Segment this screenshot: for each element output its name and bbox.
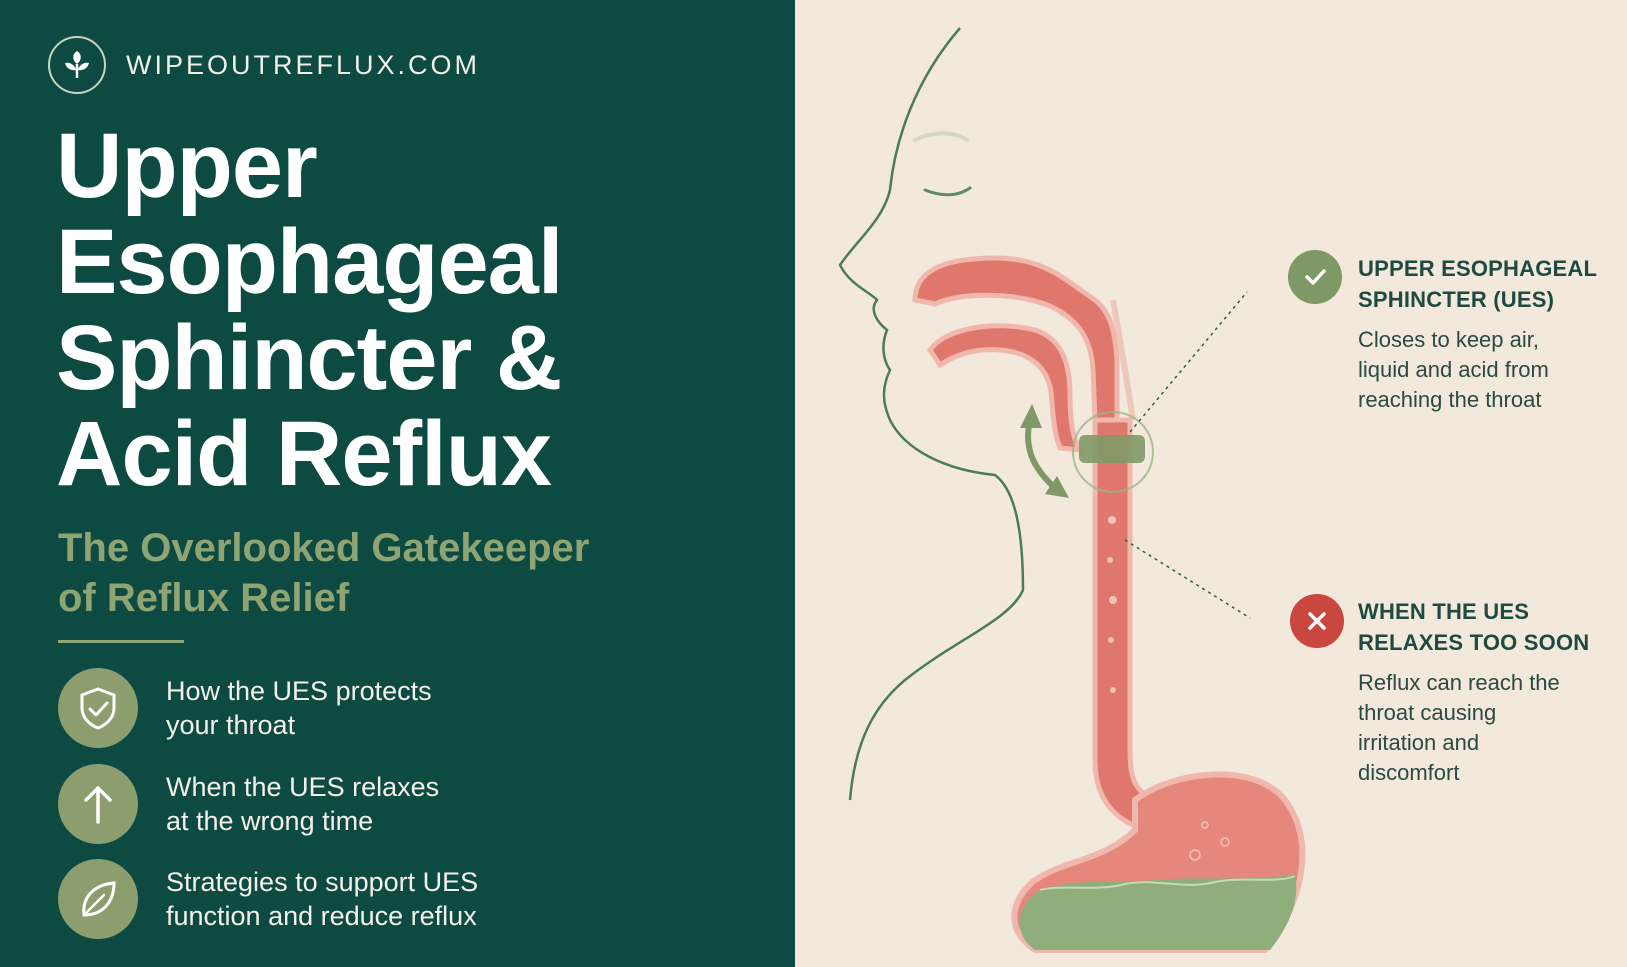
callout-body-line: liquid and acid from	[1358, 357, 1549, 382]
feature-line: at the wrong time	[166, 806, 374, 836]
feature-text: Strategies to support UES function and r…	[166, 865, 566, 933]
leaf-sprout-icon	[48, 36, 106, 94]
callout-body-line: reaching the throat	[1358, 387, 1542, 412]
feature-line: function and reduce reflux	[166, 901, 477, 931]
title-line: Upper	[56, 115, 318, 217]
stomach-acid	[1019, 874, 1297, 950]
callout-title: WHEN THE UES RELAXES TOO SOON	[1358, 596, 1589, 658]
callout-title-line: UPPER ESOPHAGEAL	[1358, 256, 1598, 281]
nasal-cavity	[912, 255, 1120, 423]
title-panel: WIPEOUTREFLUX.COM Upper Esophageal Sphin…	[0, 0, 795, 967]
callout-body-line: discomfort	[1358, 760, 1460, 785]
stomach-bubble	[1189, 849, 1201, 861]
brand-name: WIPEOUTREFLUX.COM	[126, 49, 481, 80]
arrow-up-icon	[58, 764, 138, 844]
arrow-head-up	[1020, 404, 1042, 428]
callout-title-line: SPHINCTER (UES)	[1358, 287, 1555, 312]
eye-outline	[923, 186, 972, 197]
oral-cavity	[926, 323, 1086, 454]
acid-surface	[1039, 875, 1296, 891]
title-line: Acid Reflux	[56, 403, 552, 505]
callout-body: Reflux can reach the throat causing irri…	[1358, 668, 1560, 788]
shield-check-icon	[58, 668, 138, 748]
stomach-bubble	[1201, 821, 1209, 829]
anatomy-diagram	[838, 27, 1306, 953]
callout-body: Closes to keep air, liquid and acid from…	[1358, 325, 1549, 415]
leaf-icon	[58, 859, 138, 939]
feature-line: When the UES relaxes	[166, 772, 440, 802]
reflux-bubble	[1109, 596, 1117, 604]
leader-line-reflux	[1124, 539, 1251, 619]
movement-arrow	[1025, 417, 1060, 493]
title-line: Esophageal	[56, 211, 563, 313]
feature-text: How the UES protects your throat	[166, 674, 566, 742]
x-icon	[1290, 594, 1344, 648]
feature-item: When the UES relaxes at the wrong time	[58, 764, 566, 844]
subtitle: The Overlooked Gatekeeper of Reflux Reli…	[58, 523, 758, 623]
brow-outline	[913, 131, 969, 142]
leader-line-ues	[1129, 291, 1248, 433]
subtitle-line: of Reflux Relief	[58, 576, 350, 620]
feature-line: Strategies to support UES	[166, 867, 479, 897]
trachea	[1110, 299, 1136, 421]
arrow-head-down	[1045, 476, 1069, 498]
face-profile-outline	[838, 27, 1025, 801]
reflux-bubble	[1108, 516, 1116, 524]
reflux-bubble	[1108, 637, 1114, 643]
ues-highlight-ring	[1072, 411, 1154, 493]
callout-title: UPPER ESOPHAGEAL SPHINCTER (UES)	[1358, 253, 1597, 315]
callout-body-line: irritation and	[1358, 730, 1480, 755]
feature-item: Strategies to support UES function and r…	[58, 859, 566, 939]
subtitle-line: The Overlooked Gatekeeper	[58, 526, 590, 570]
callout-body-line: Reflux can reach the	[1358, 670, 1560, 695]
callout-body-line: throat causing	[1358, 700, 1497, 725]
feature-text: When the UES relaxes at the wrong time	[166, 770, 566, 838]
divider	[58, 640, 184, 643]
reflux-bubble	[1110, 687, 1116, 693]
brand[interactable]: WIPEOUTREFLUX.COM	[48, 36, 480, 94]
stomach-bubble	[1220, 837, 1230, 847]
page-title: Upper Esophageal Sphincter & Acid Reflux	[56, 118, 776, 502]
callout-body-line: Closes to keep air,	[1358, 327, 1539, 352]
feature-line: your throat	[166, 710, 296, 740]
title-line: Sphincter &	[56, 307, 562, 409]
feature-item: How the UES protects your throat	[58, 668, 566, 748]
callout-title-line: WHEN THE UES	[1358, 599, 1530, 624]
check-icon	[1288, 250, 1342, 304]
ues-band	[1079, 435, 1145, 463]
feature-line: How the UES protects	[166, 676, 432, 706]
reflux-bubble	[1107, 557, 1113, 563]
callout-title-line: RELAXES TOO SOON	[1358, 630, 1590, 655]
